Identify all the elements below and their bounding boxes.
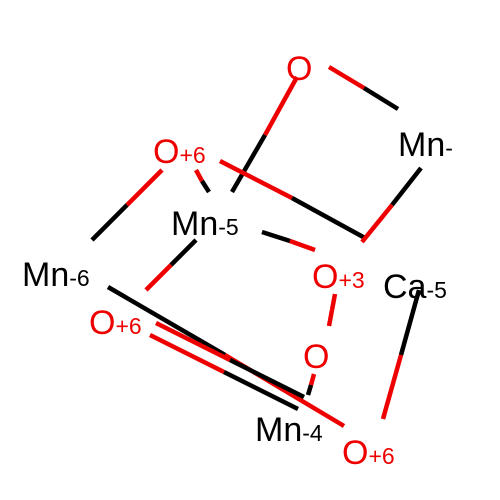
bond-o-top-mn-right [327,65,400,111]
atom-charge: -4 [302,420,323,446]
atom-ca: Ca-5 [383,268,447,306]
atom-symbol: O [342,434,368,472]
bond-segment [125,168,164,207]
bond-o-upper-left-mn-center [194,168,211,194]
bond-ca-o-bottom-right [380,289,422,420]
bond-segment [90,203,129,242]
bond-mn-center-o-center [261,229,316,253]
atom-o-lower-mid: O [303,338,329,376]
atom-charge: -5 [426,277,446,303]
atom-charge: +6 [179,142,205,168]
bond-segment [144,263,173,292]
bond-segment [360,203,394,244]
bond-segment [263,75,299,137]
bond-segment [289,238,316,253]
bond-segment [228,357,306,400]
bond-segment [362,86,400,111]
bond-segment [308,373,317,386]
bond-mn-right-ca [360,166,423,244]
bond-o-lower-mid-mn-bottom [305,373,317,396]
atom-mn-right: Mn- [398,126,453,164]
bond-segment [154,320,232,363]
atom-mn-bottom: Mn-4 [255,411,323,449]
atom-symbol: O [286,50,312,88]
atom-mn-left: Mn-6 [22,256,90,294]
atom-symbol: Ca [383,268,427,306]
atom-o-top: O [286,50,312,88]
bond-segment [200,179,211,194]
bond-segment [169,238,198,267]
atom-charge: - [445,135,453,161]
atom-charge: +6 [115,313,141,339]
bond-segment [106,285,227,357]
atom-symbol: O [312,258,338,296]
atom-symbol: O [89,304,115,342]
bond-o-upper-left-ca [218,158,367,240]
atom-o-upper-left: O+6 [153,133,206,171]
atom-symbol: Mn [255,411,302,449]
bond-segment [390,166,423,207]
bond-segment [218,158,294,201]
bond-segment [398,289,422,356]
bond-o-upper-left-mn-left [90,168,164,242]
atom-mn-center: Mn-5 [171,205,239,243]
bond-segment [148,332,226,375]
bond-o-lower-left-mn-bottom [148,320,306,412]
bond-segment [329,293,338,311]
atom-symbol: Mn [398,126,445,164]
atom-o-lower-left: O+6 [89,304,142,342]
atom-symbol: O [153,133,179,171]
bond-segment [327,65,366,90]
bond-mn-center-o-lower-left [144,238,198,292]
atom-symbol: Mn [171,205,218,243]
bond-o-top-mn-center [230,75,299,194]
bond-o-center-o-lower-mid [326,293,338,327]
bond-segment [261,229,291,244]
bond-segment [305,384,314,396]
bonds-layer [90,65,423,428]
atom-charge: -5 [218,214,238,240]
bond-segment [230,133,267,194]
atom-symbol: O [303,338,329,376]
atom-charge: +6 [368,443,394,469]
atom-o-bottom-right: O+6 [342,434,395,472]
bond-segment [380,354,404,420]
atom-charge: -6 [69,265,89,291]
bond-segment [326,309,335,327]
bond-segment [222,369,300,412]
bond-segment [194,168,204,183]
atom-symbol: Mn [22,256,69,294]
atom-o-center: O+3 [312,258,365,296]
bond-segment [290,196,367,240]
atom-charge: +3 [338,267,364,293]
